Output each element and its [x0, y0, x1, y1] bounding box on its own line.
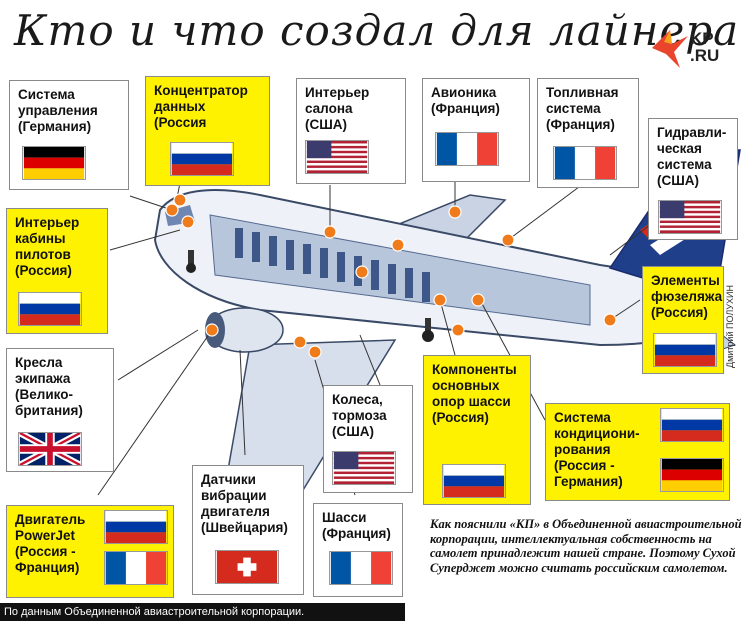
russia-flag-icon	[442, 464, 506, 498]
bird-icon	[652, 30, 688, 68]
explanatory-note: Как пояснили «КП» в Объединенной авиастр…	[430, 517, 742, 575]
kp-logo: KP.RU	[650, 26, 740, 76]
uk-flag-icon	[18, 432, 82, 466]
usa-flag-icon	[658, 200, 722, 234]
usa-flag-icon	[332, 451, 396, 485]
russia-flag-icon	[170, 142, 234, 176]
russia-flag-icon	[18, 292, 82, 326]
russia-flag-icon	[104, 510, 168, 544]
france-flag-icon	[553, 146, 617, 180]
germany-flag-icon	[660, 458, 724, 492]
france-flag-icon	[104, 551, 168, 585]
switzerland-flag-icon	[215, 550, 279, 584]
marker-icons	[165, 193, 617, 359]
france-flag-icon	[329, 551, 393, 585]
box-avionics: Авионика (Франция)	[422, 78, 530, 182]
usa-flag-icon	[305, 140, 369, 174]
germany-flag-icon	[22, 146, 86, 180]
russia-flag-icon	[653, 333, 717, 367]
illustrator-credit: Дмитрий ПОЛУХИН	[725, 285, 735, 368]
box-fuel-system: Топливная система (Франция)	[537, 78, 639, 188]
page-title: Кто и что создал для лайнера	[14, 6, 740, 55]
france-flag-icon	[435, 132, 499, 166]
logo-text: KP.RU	[690, 29, 720, 65]
russia-flag-icon	[660, 408, 724, 442]
source-footer: По данным Объединенной авиастроительной …	[0, 603, 405, 621]
